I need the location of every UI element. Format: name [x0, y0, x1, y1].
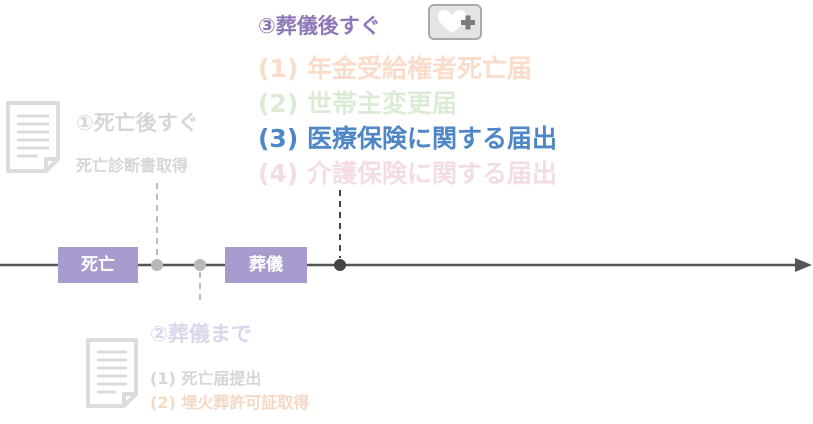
- heart-plus-icon: [428, 4, 482, 40]
- event-label-death: 死亡: [58, 247, 138, 283]
- step1-item: 死亡診断書取得: [76, 156, 189, 175]
- timeline-point-step2: [194, 259, 206, 271]
- step2-title: ②葬儀まで: [150, 322, 252, 346]
- timeline-point-step3: [334, 259, 346, 271]
- step1-title: ①死亡後すぐ: [76, 111, 199, 135]
- timeline-arrowhead: [795, 258, 812, 272]
- step3-item-1: (1) 年金受給権者死亡届: [258, 54, 532, 83]
- step2-item-1: (1) 死亡届提出: [150, 369, 262, 388]
- document-icon: [86, 338, 138, 408]
- timeline-point-step1: [151, 259, 163, 271]
- step3-item-2: (2) 世帯主変更届: [258, 89, 457, 118]
- step2-item-2: (2) 埋火葬許可証取得: [150, 393, 310, 412]
- step3-item-3: (3) 医療保険に関する届出: [258, 124, 557, 153]
- step3-item-4: (4) 介護保険に関する届出: [258, 159, 557, 188]
- document-icon: [6, 101, 60, 173]
- event-label-funeral: 葬儀: [225, 247, 307, 283]
- step3-title: ③葬儀後すぐ: [258, 14, 381, 38]
